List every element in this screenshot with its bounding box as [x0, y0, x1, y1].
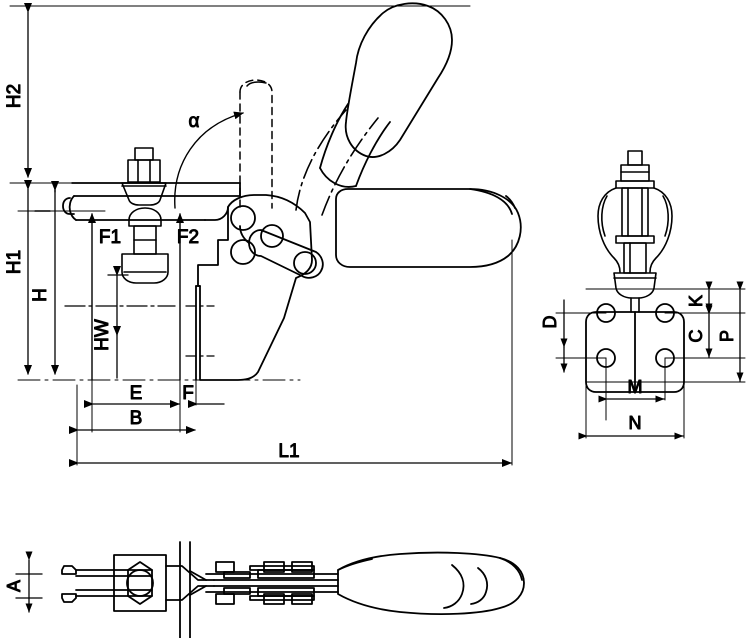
side-view-witness-lines	[555, 288, 746, 439]
open-position-post	[239, 79, 273, 209]
plan-cross-post	[179, 541, 191, 638]
plan-handle-shaft	[205, 573, 339, 593]
plan-handle-grip	[337, 551, 525, 615]
dimension-label-h2: H2	[4, 84, 25, 108]
dimension-label-b: B	[130, 408, 143, 429]
dimension-label-a: A	[4, 580, 24, 592]
angle-label-alpha: α	[189, 111, 200, 132]
dimension-label-l1: L1	[278, 441, 299, 462]
plan-body-throat	[165, 565, 215, 601]
angle-arc-alpha	[174, 111, 244, 209]
lower-contact-bolt	[121, 207, 169, 284]
dimension-label-n: N	[629, 413, 642, 433]
dimension-label-e: E	[130, 383, 143, 404]
dimension-label-d: D	[540, 316, 560, 329]
handle-raised	[319, 2, 453, 188]
dimension-label-k: K	[686, 295, 706, 307]
handle-grip-closed	[335, 188, 522, 268]
dimension-label-h: H	[30, 288, 51, 302]
open-position-post-solid-top	[246, 81, 267, 87]
force-label-f2: F2	[177, 227, 199, 248]
side-view-base-plate	[585, 311, 685, 393]
body-centre-marks	[185, 305, 215, 357]
dimension-label-h1: H1	[4, 250, 25, 274]
side-view-linkage-arms	[597, 187, 673, 273]
dimension-label-c: C	[686, 330, 706, 343]
upper-spindle	[121, 147, 167, 206]
force-label-f1: F1	[99, 227, 121, 248]
dimension-a	[15, 551, 43, 613]
side-view-neck	[630, 297, 640, 313]
plan-linkage-lugs	[215, 561, 315, 605]
dimension-label-m: M	[628, 377, 643, 397]
dimension-label-f: F	[182, 383, 194, 404]
side-view-spindle	[613, 150, 657, 299]
clamp-body-pivot-holes	[230, 205, 256, 265]
clamp-body	[195, 194, 313, 381]
plan-spindle-block	[113, 554, 167, 612]
toggle-linkage	[239, 224, 324, 279]
dimension-label-p: P	[717, 330, 737, 342]
dimension-hw	[64, 266, 176, 379]
clamp-bar	[62, 182, 241, 221]
dimension-label-hw: HW	[92, 319, 113, 351]
